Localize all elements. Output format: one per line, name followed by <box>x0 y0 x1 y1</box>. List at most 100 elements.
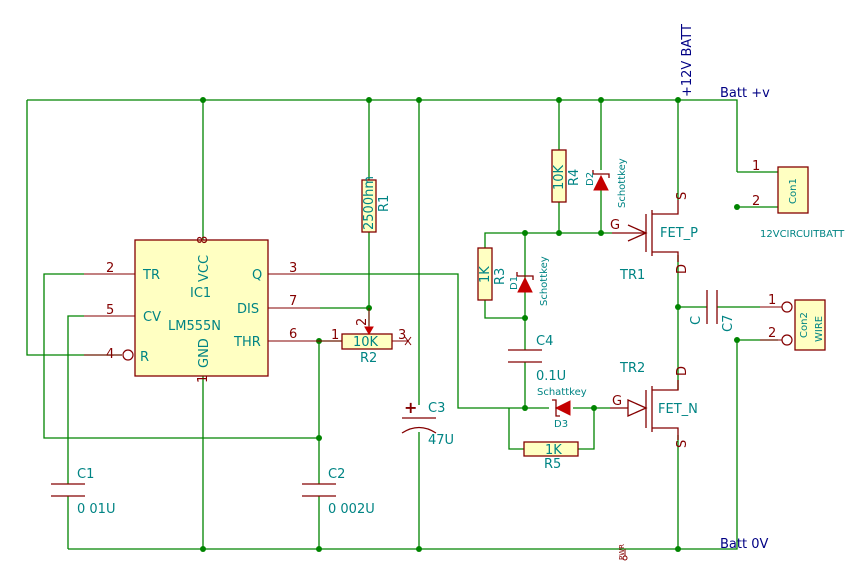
tr2-n-channel-fet[interactable]: G D S FET_N TR2 <box>610 361 698 448</box>
ic1-pin-name-r: R <box>140 350 149 365</box>
r3-ref: R3 <box>493 268 508 285</box>
wire-trigger <box>43 273 319 439</box>
junction-dot <box>200 97 206 103</box>
r3-value: 1K <box>478 266 493 283</box>
ic1-ref: IC1 <box>190 286 211 301</box>
junction-dot <box>200 546 206 552</box>
junction-dot <box>416 546 422 552</box>
tr1-ref: TR1 <box>619 268 645 283</box>
con1-pin2: 2 <box>752 194 760 209</box>
con2-pin1-circle <box>781 301 793 313</box>
r2-no-connect-icon <box>404 336 412 346</box>
c1-ref: C1 <box>77 467 94 482</box>
con2-pin1: 1 <box>768 293 776 308</box>
d1-value: Schottkey <box>539 256 550 306</box>
c4-capacitor[interactable]: C4 0.1U <box>508 334 566 384</box>
wire-top-rail <box>27 99 738 172</box>
d3-schottky-diode[interactable]: Schattkey D3 <box>537 387 587 430</box>
net-label-supply: +12V BATT <box>680 24 695 97</box>
c3-electrolytic-capacitor[interactable]: + C3 47U <box>401 398 454 448</box>
tr1-p-channel-fet[interactable]: G S D FET_P TR1 <box>610 192 698 283</box>
ic1-pin-name-thr: THR <box>233 335 261 350</box>
r2-value: 10K <box>353 335 379 350</box>
junction-dot <box>366 97 372 103</box>
con1-body <box>777 166 809 214</box>
r4-value: 10K <box>552 164 567 190</box>
tr1-drain-pin: D <box>675 264 690 274</box>
r2-wiper-arrow <box>364 326 374 336</box>
ic1-pin-number-gnd: 1 <box>196 375 211 383</box>
ic1-lm555[interactable]: 2 5 4 3 7 6 8 1 TR CV R Q DIS THR VCC GN… <box>84 236 320 383</box>
con2-ref: Con2 <box>799 312 810 338</box>
ic1-pin-number-cv: 5 <box>106 303 114 318</box>
c3-curved-plate <box>401 426 437 434</box>
junctions <box>200 97 740 552</box>
wires <box>26 99 778 550</box>
con1-value: 12VCIRCUITBATT <box>760 229 845 240</box>
d2-cathode-bar <box>592 170 610 178</box>
junction-dot <box>522 230 528 236</box>
r4-resistor[interactable]: 10K R4 <box>551 149 582 203</box>
c2-ref: C2 <box>328 467 345 482</box>
r2-ref: R2 <box>360 351 377 366</box>
c2-capacitor[interactable]: C2 0 002U <box>302 467 375 517</box>
tr1-gate-pin: G <box>610 218 620 233</box>
tr2-source-pin: S <box>675 440 690 448</box>
c3-polarity: + <box>404 398 417 417</box>
d3-value: Schattkey <box>537 387 587 398</box>
r1-resistor[interactable]: 2500hm R1 <box>361 176 392 233</box>
d1-cathode-bar <box>516 272 534 280</box>
ic1-pin-number-tr: 2 <box>106 261 114 276</box>
d1-schottky-diode[interactable]: D1 Schottkey <box>509 256 550 306</box>
tr1-drain-lead <box>652 251 679 262</box>
tr2-drain-lead <box>652 380 679 391</box>
wire-r3-bottom <box>484 300 525 319</box>
r3-resistor[interactable]: 1K R3 <box>477 247 508 301</box>
r5-value: 1K <box>545 443 562 458</box>
c1-capacitor[interactable]: C1 0 01U <box>51 467 115 517</box>
con1-connector[interactable]: 1 2 Con1 12VCIRCUITBATT <box>752 159 845 240</box>
wire-r5-right <box>578 408 595 450</box>
ic1-pin-name-gnd: GND <box>197 338 212 368</box>
r5-body <box>523 441 579 457</box>
ic1-pin-name-cv: CV <box>143 310 161 325</box>
ic1-pin-name-tr: TR <box>142 268 160 283</box>
wire-cv <box>67 315 84 484</box>
d2-triangle <box>593 174 609 191</box>
tr1-source-pin: S <box>675 192 690 200</box>
c7-capacitor[interactable]: C C7 <box>689 290 736 332</box>
d2-schottky-diode[interactable]: D2 Schottkey <box>585 158 628 208</box>
r2-potentiometer[interactable]: 10K R2 1 2 3 <box>320 308 412 366</box>
c4-value: 0.1U <box>536 369 566 384</box>
con2-pin2: 2 <box>768 326 776 341</box>
junction-dot <box>556 230 562 236</box>
c1-value: 0 01U <box>77 502 115 517</box>
power-flag-value: PWR <box>618 544 626 560</box>
r5-ref: R5 <box>544 457 561 472</box>
con1-pin1: 1 <box>752 159 760 174</box>
ic1-pin-number-r: 4 <box>106 347 114 362</box>
ic1-pin-number-vcc: 8 <box>196 236 211 244</box>
c7-value: C <box>689 316 704 325</box>
r1-body <box>361 179 377 233</box>
junction-dot <box>734 204 740 210</box>
wire-q-output <box>320 273 549 409</box>
tr1-value: FET_P <box>660 226 698 241</box>
ic1-value: LM555N <box>168 319 221 334</box>
r2-pin3: 3 <box>398 328 406 343</box>
r5-resistor[interactable]: 1K R5 <box>523 441 579 472</box>
tr2-ref: TR2 <box>619 361 645 376</box>
junction-dot <box>598 97 604 103</box>
power-flag-icon <box>622 555 628 561</box>
tr2-source-lead <box>652 427 679 440</box>
con2-connector[interactable]: 1 2 Con2 WIRE <box>760 293 826 351</box>
ic1-pin-name-dis: DIS <box>237 302 259 317</box>
ic1-pin-name-q: Q <box>252 268 262 283</box>
con2-value: WIRE <box>814 316 825 342</box>
c4-ref: C4 <box>536 334 553 349</box>
junction-dot <box>316 435 322 441</box>
junction-dot <box>675 304 681 310</box>
con2-body <box>794 299 826 351</box>
ic1-body <box>134 239 269 377</box>
